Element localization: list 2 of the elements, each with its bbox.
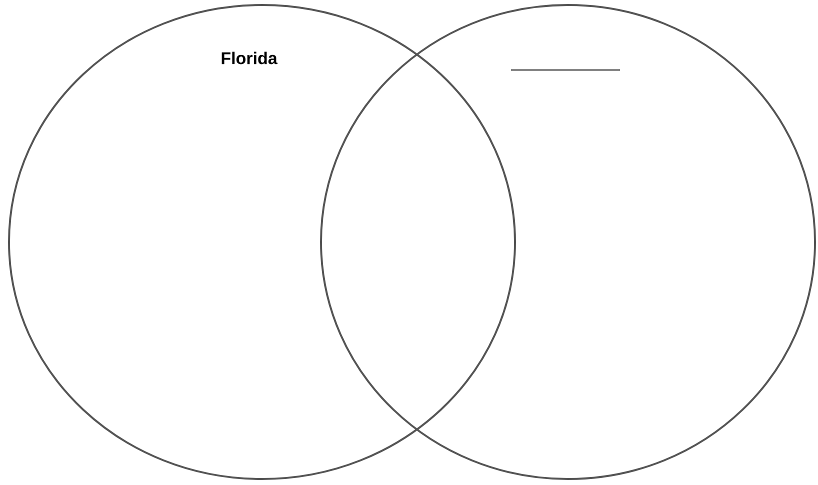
circle-label: Florida	[222, 52, 278, 64]
venn-circle	[320, 4, 816, 480]
